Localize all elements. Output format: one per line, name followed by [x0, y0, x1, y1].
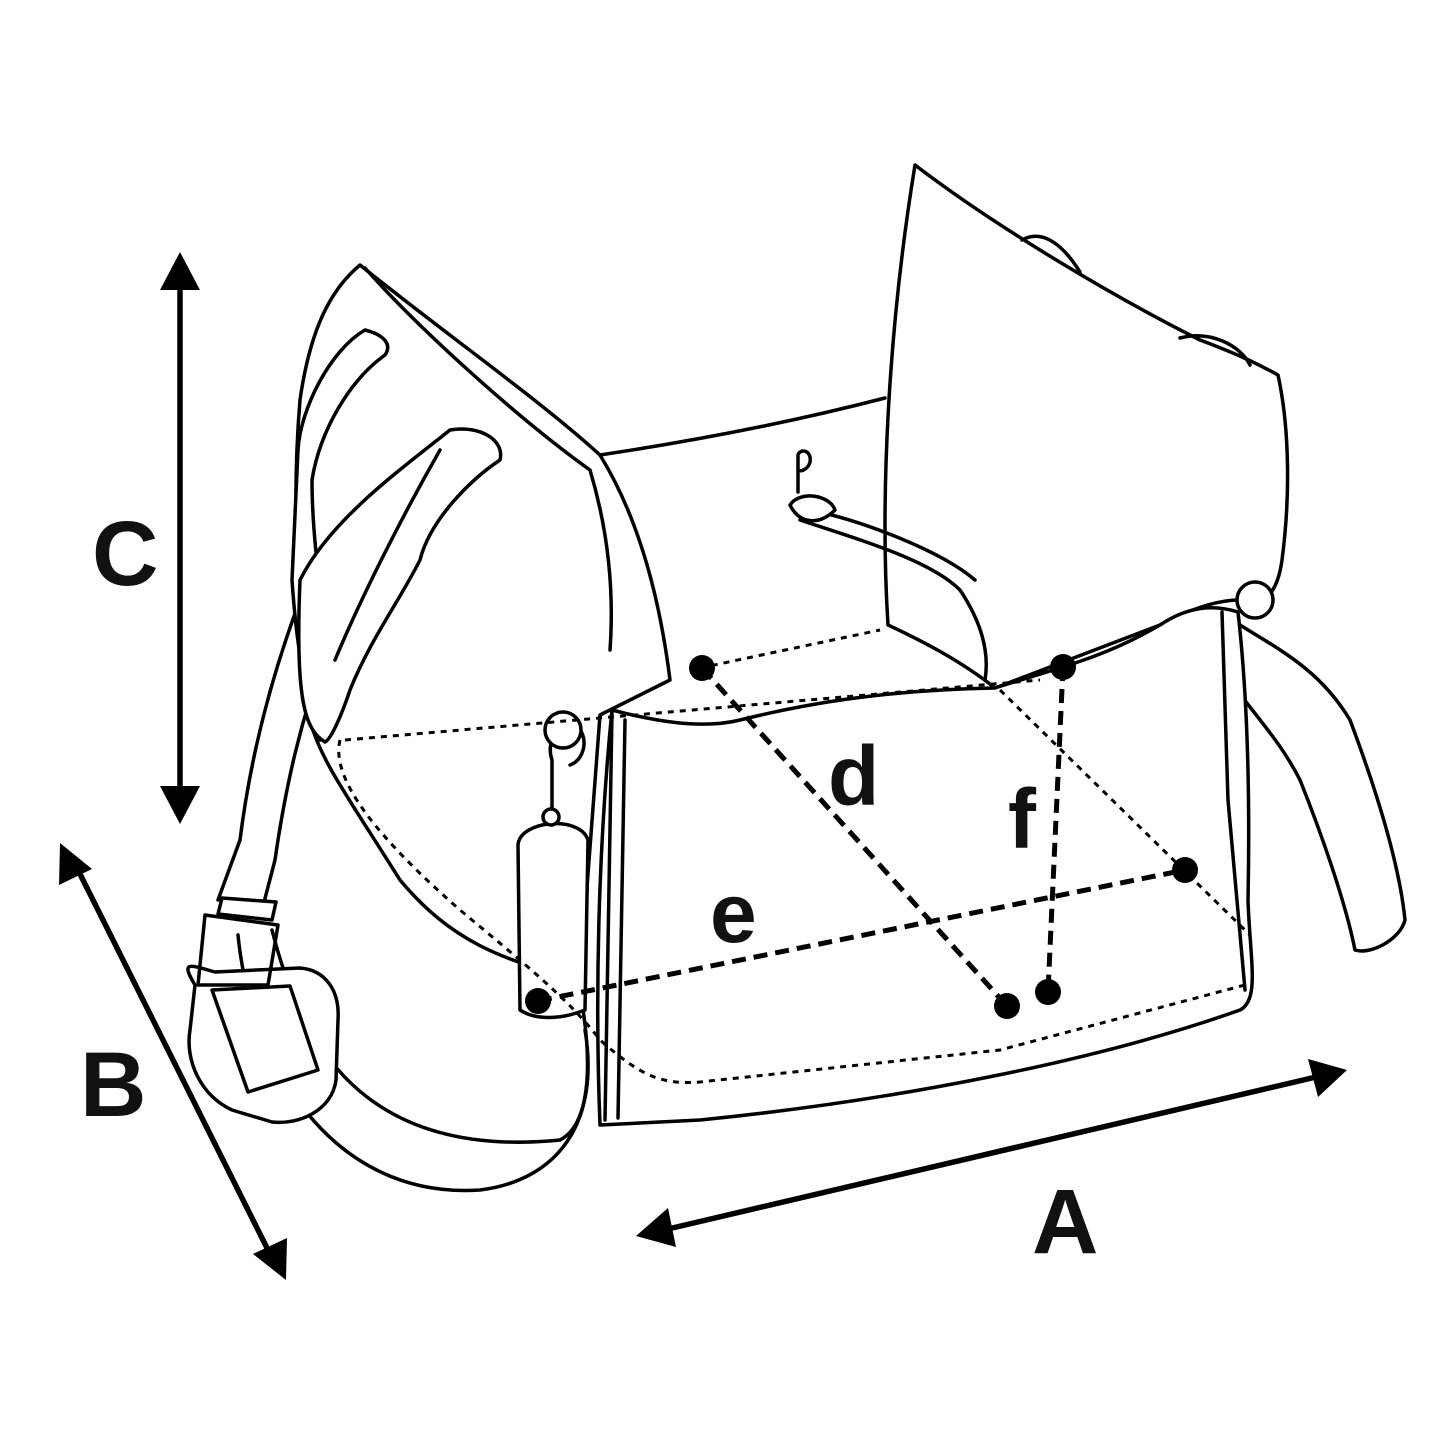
measure-line-d — [700, 666, 1009, 1008]
measure-point-e-left — [525, 988, 551, 1014]
zipper-pull-tag — [516, 821, 590, 1020]
arrow-a-head-right — [1308, 1059, 1347, 1097]
inner-clip-hook — [796, 449, 812, 494]
arrow-c-head-top — [160, 252, 200, 290]
inner-clip — [788, 494, 837, 523]
label-a: A — [1032, 1171, 1098, 1273]
front-zipper — [603, 710, 627, 1122]
zipper-ring — [543, 710, 583, 750]
outer-dimensions: C B A — [59, 252, 1347, 1280]
label-b: B — [80, 1034, 146, 1136]
arrow-a-head-left — [636, 1208, 676, 1247]
label-c: C — [92, 503, 158, 605]
strap-buckle — [186, 964, 340, 1125]
shoulder-strap — [216, 598, 590, 1193]
right-zipper — [1220, 610, 1247, 992]
strap-pad — [196, 913, 280, 987]
measure-point-f-top — [1050, 654, 1076, 680]
handle-front-inner — [333, 448, 442, 662]
bag-illustration — [186, 163, 1407, 1193]
arrow-c-head-bottom — [160, 786, 200, 824]
flap-tab-2 — [1178, 334, 1252, 367]
measure-point-e-right — [1172, 857, 1198, 883]
label-f: f — [1008, 772, 1037, 866]
measure-point-d-top — [689, 655, 715, 681]
arrow-b-head-bottom — [253, 1238, 287, 1280]
measure-line-e — [537, 867, 1186, 1004]
strap-slider — [216, 896, 278, 922]
measure-point-f-bottom — [1035, 979, 1061, 1005]
zipper-pull-bead — [541, 807, 561, 827]
measure-line-f — [1045, 666, 1066, 993]
label-d: d — [828, 729, 879, 823]
inner-measurements: d e f — [525, 654, 1198, 1019]
handle-front — [297, 427, 503, 744]
arrow-b-head-top — [59, 843, 92, 885]
label-e: e — [710, 866, 757, 960]
measure-point-d-bottom — [994, 993, 1020, 1019]
bag-left-fold — [363, 266, 614, 652]
right-strap — [1228, 623, 1407, 953]
side-ring — [1235, 580, 1275, 620]
flap-tab-1 — [1020, 234, 1082, 274]
strap-buckle-inner — [210, 984, 320, 1094]
arrow-a-line — [667, 1074, 1317, 1232]
bag-back-top-edge — [598, 396, 887, 457]
bag-front-box — [595, 606, 1254, 1127]
bag-bottom-outline — [337, 628, 1252, 1084]
arrow-b-line — [75, 868, 271, 1252]
